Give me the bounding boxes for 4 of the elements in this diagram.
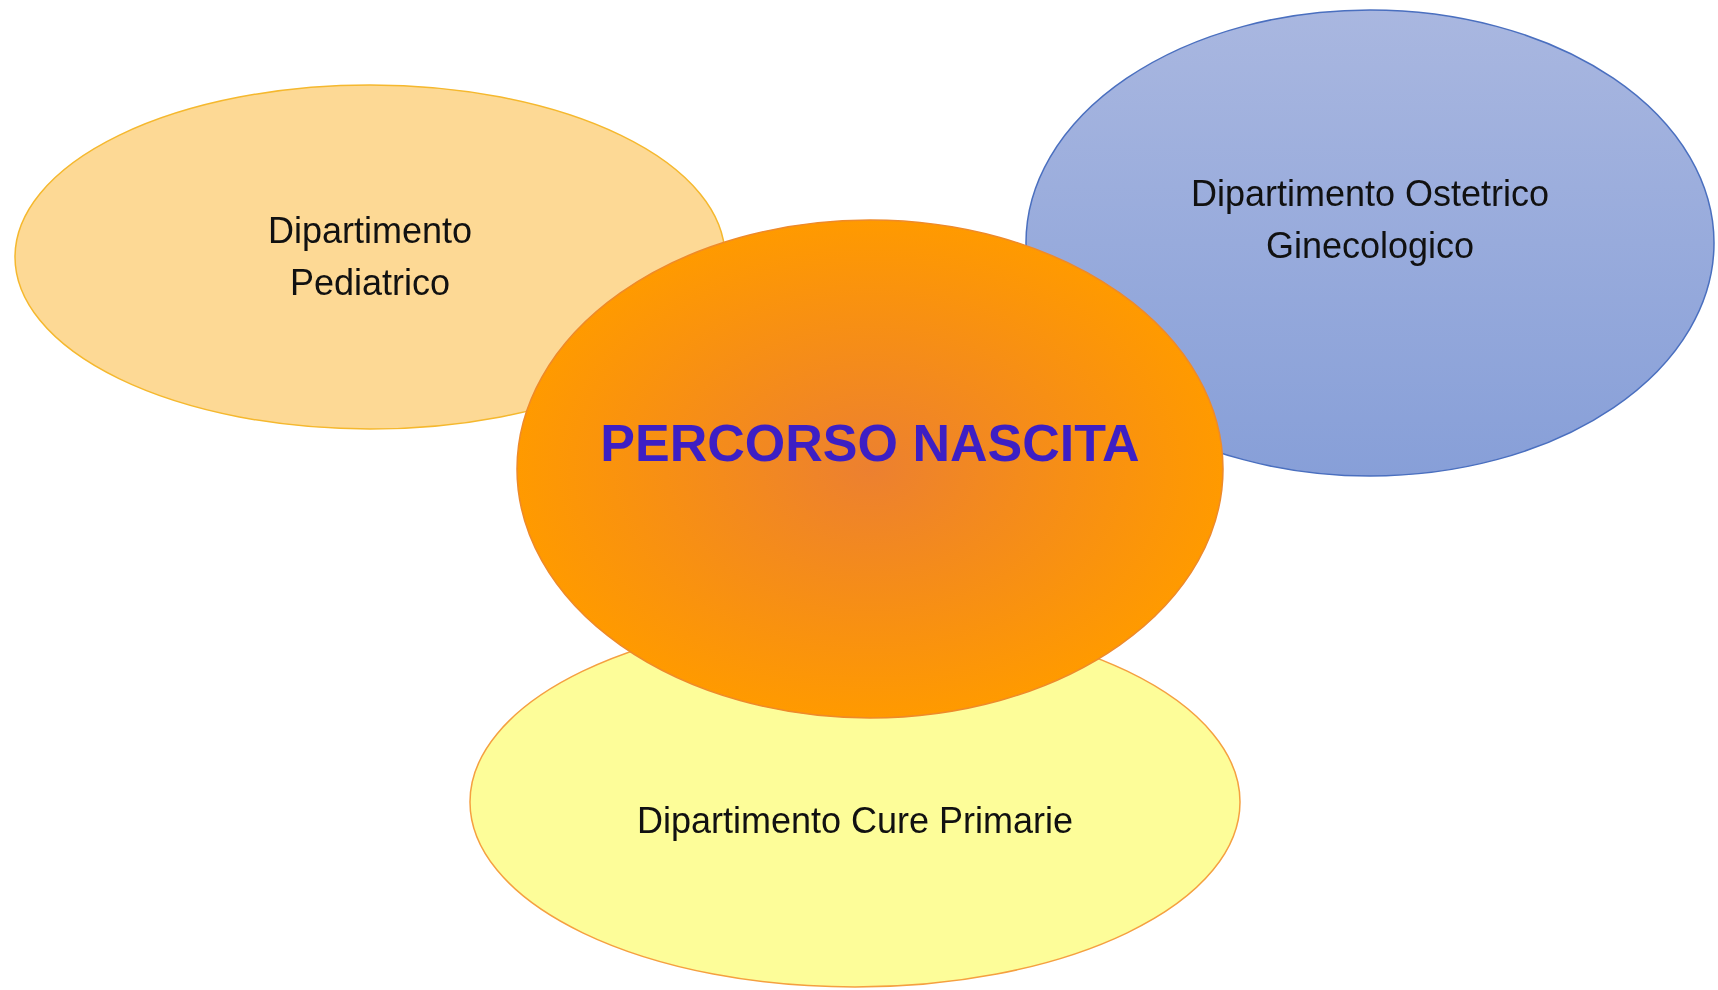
ellipse-label: PERCORSO NASCITA <box>599 413 1141 475</box>
ellipse-label: Dipartimento Cure Primarie <box>635 798 1075 843</box>
ellipse-label: Dipartimento Ostetrico Ginecologico <box>1189 171 1551 268</box>
ellipse-label: Dipartimento Pediatrico <box>266 208 474 305</box>
